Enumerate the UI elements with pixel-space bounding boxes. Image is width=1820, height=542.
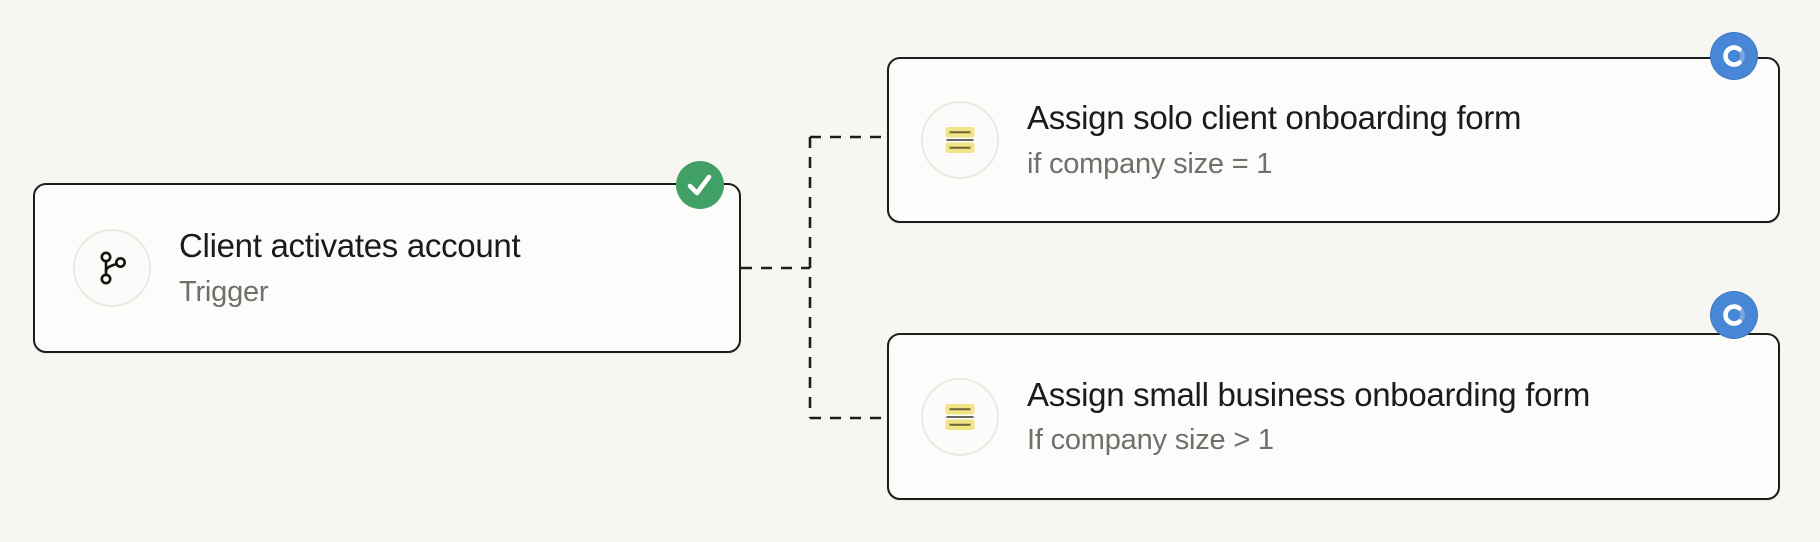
sync-icon [1723,304,1745,326]
sync-icon [1723,45,1745,67]
action1-text-block: Assign solo client onboarding form if co… [1027,98,1522,181]
trigger-text-block: Client activates account Trigger [179,226,521,309]
trigger-subtitle: Trigger [179,275,269,308]
git-branch-icon [100,251,126,285]
trigger-node[interactable]: Client activates account Trigger [33,183,741,353]
trigger-title: Client activates account [179,227,521,265]
action1-condition: if company size = 1 [1027,147,1273,180]
trigger-status-badge [676,161,724,209]
check-icon [687,174,712,196]
action-node-solo-client[interactable]: Assign solo client onboarding form if co… [887,57,1780,223]
action2-status-badge [1710,291,1758,339]
form-lines-icon [945,127,975,153]
action2-text-block: Assign small business onboarding form If… [1027,375,1590,458]
action-node-small-business[interactable]: Assign small business onboarding form If… [887,333,1780,500]
form-lines-icon [945,403,975,430]
action2-icon-circle [921,377,999,456]
action2-condition: If company size > 1 [1027,424,1274,457]
action2-title: Assign small business onboarding form [1027,375,1591,413]
action1-icon-circle [921,101,999,179]
action1-status-badge [1710,32,1758,80]
action1-title: Assign solo client onboarding form [1027,99,1522,137]
trigger-icon-circle [73,229,151,307]
